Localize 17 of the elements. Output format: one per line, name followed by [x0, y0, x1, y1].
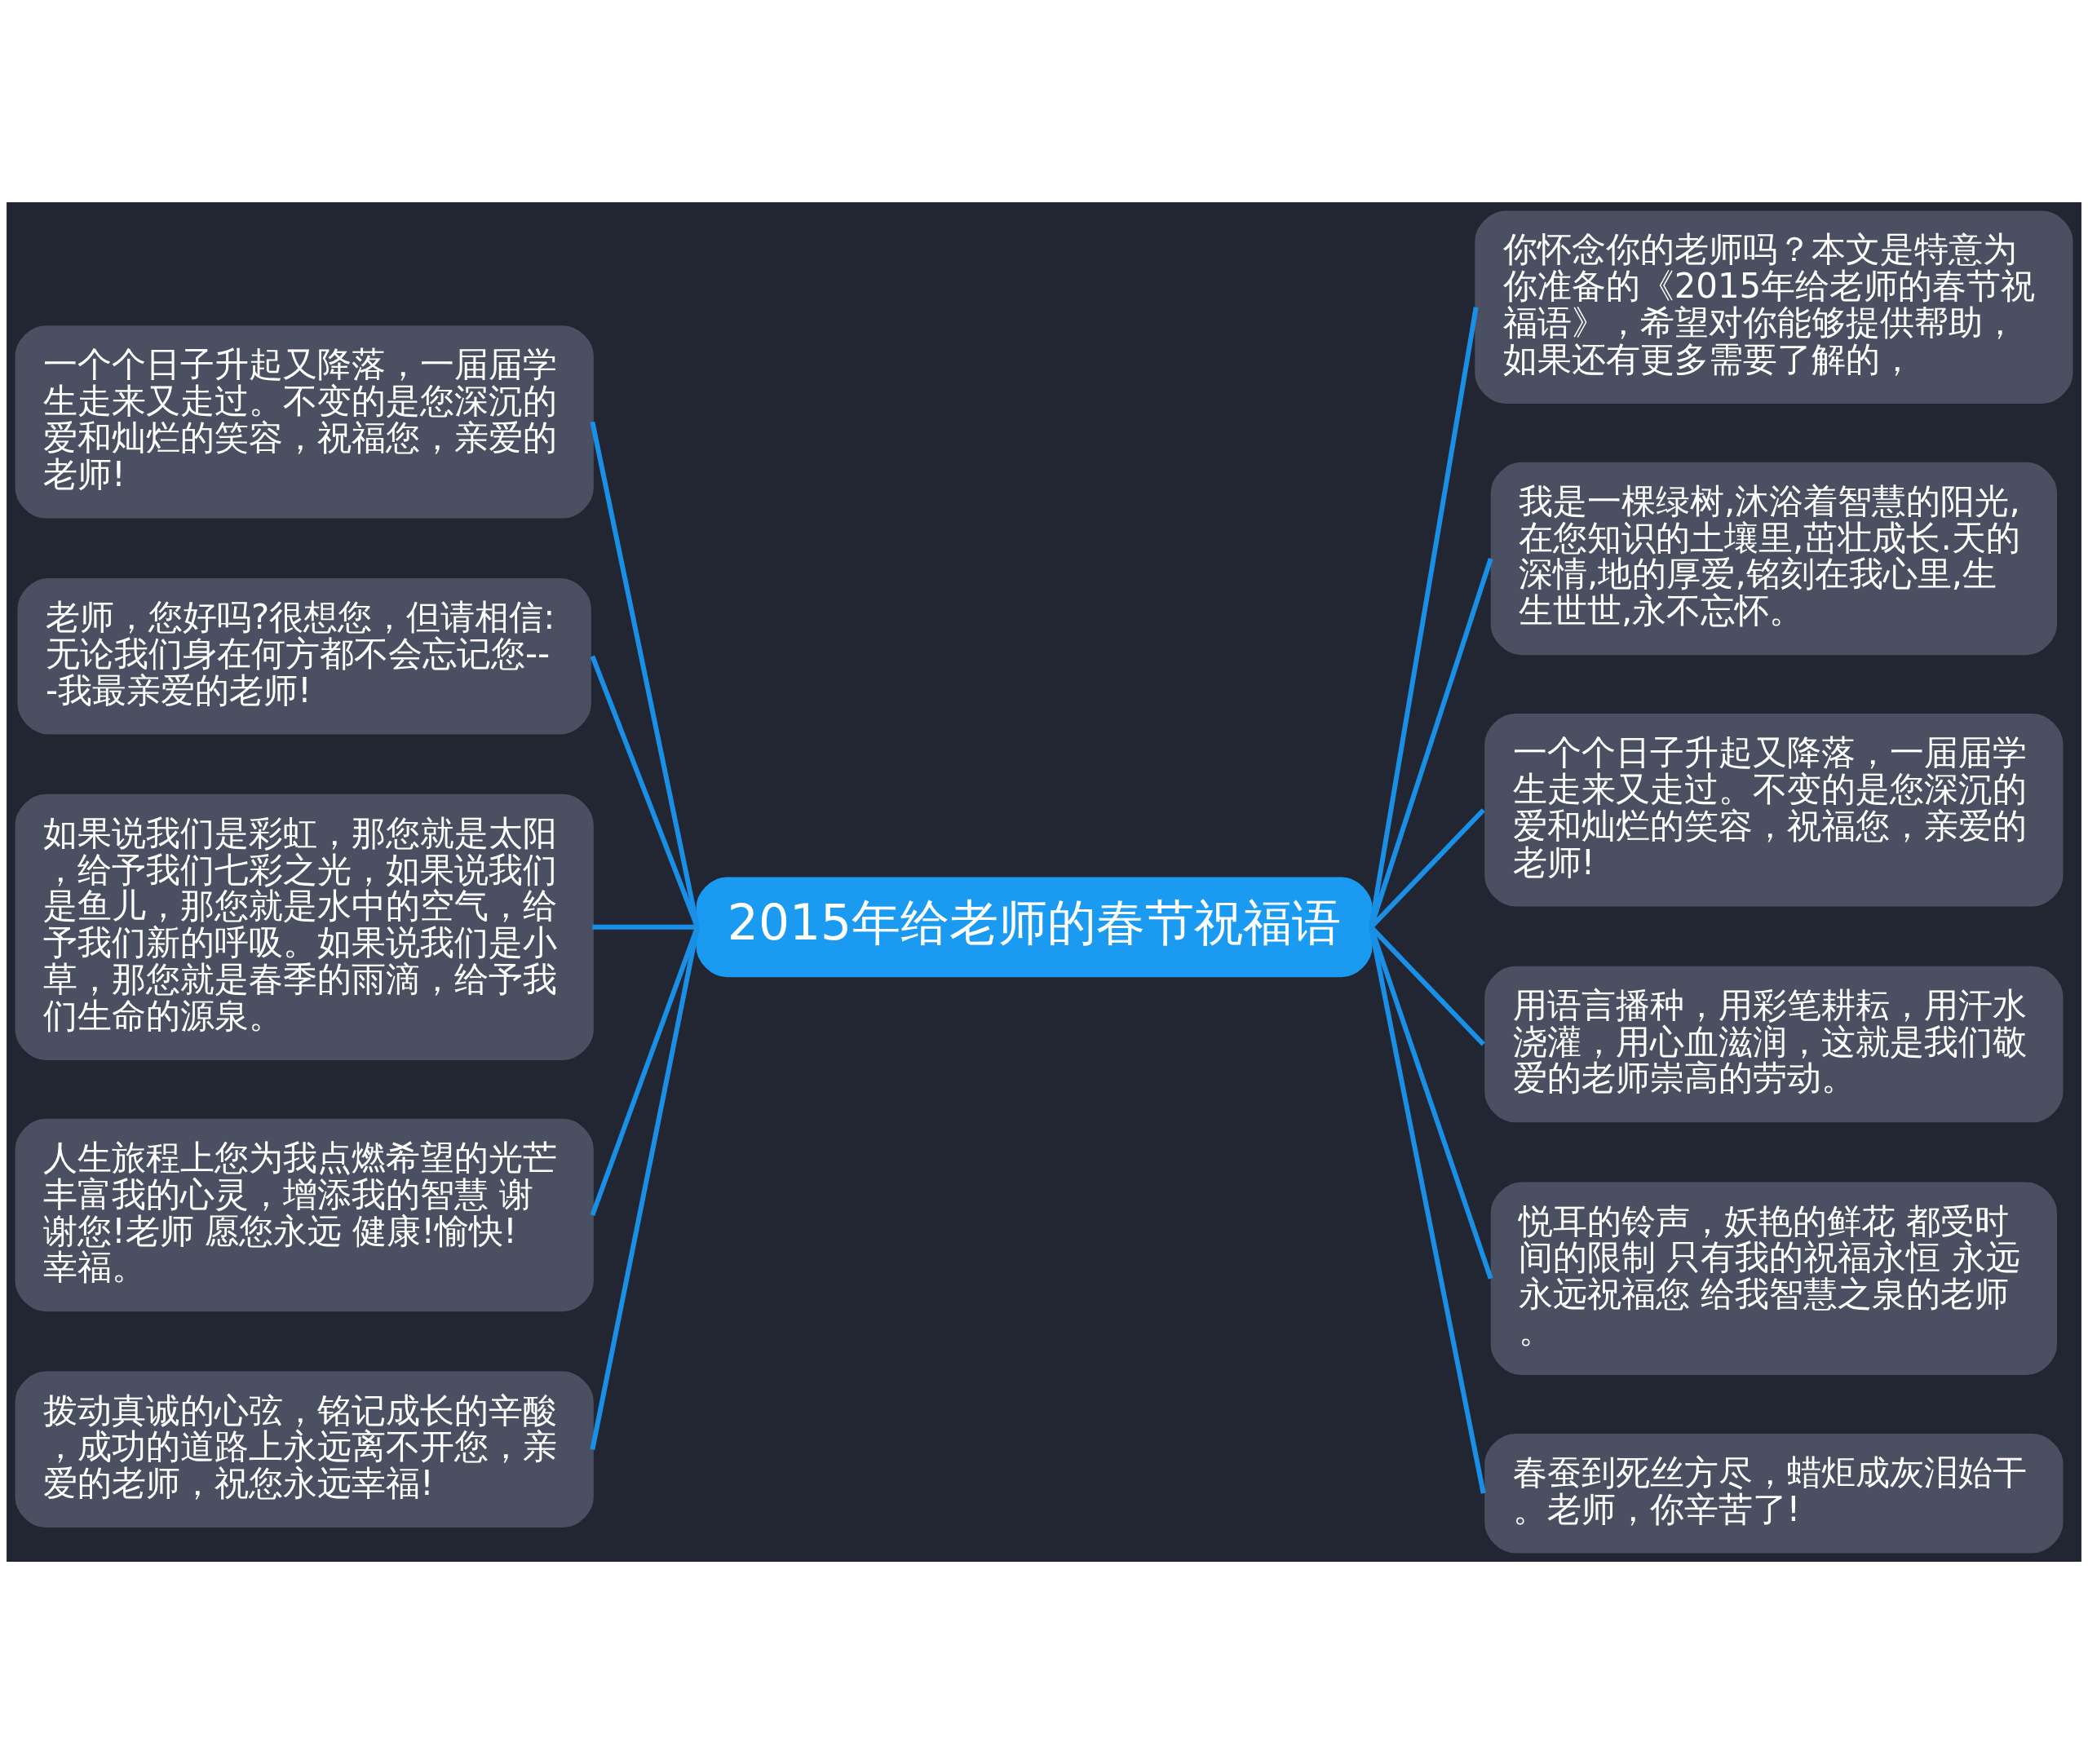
node-box: 我是一棵绿树,沐浴着智慧的阳光,在您知识的土壤里,茁壮成长.天的深情,地的厚爱,铭刻在我心里,生生世世,永不忘怀。	[1490, 462, 2057, 656]
node-box: 用语言播种，用彩笔耕耘，用汗水浇灌，用心血滋润，这就是我们敬爱的老师崇高的劳动。	[1484, 966, 2064, 1123]
node-box: 一个个日子升起又降落，一届届学生走来又走过。不变的是您深沉的爱和灿烂的笑容，祝福您，亲爱的老师!	[15, 325, 594, 519]
node-box: 悦耳的铃声，妖艳的鲜花 都受时间的限制 只有我的祝福永恒 永远永远祝福您 给我智慧之泉的老师。	[1490, 1182, 2057, 1376]
connector	[590, 926, 700, 1450]
connector	[590, 421, 700, 928]
node-box: 你怀念你的老师吗？本文是特意为你准备的《2015年给老师的春节祝福语》，希望对你能够提供帮助，如果还有更多需要了解的，	[1475, 210, 2073, 404]
node-box: 人生旅程上您为我点燃希望的光芒丰富我的心灵，增添我的智慧 谢谢您!老师 愿您永远 健康!愉快!幸福。	[15, 1118, 594, 1312]
node-box: 一个个日子升起又降落，一届届学生走来又走过。不变的是您深沉的爱和灿烂的笑容，祝福您，亲爱的老师!	[1484, 714, 2064, 907]
node-box: 如果说我们是彩虹，那您就是太阳，给予我们七彩之光，如果说我们是鱼儿，那您就是水中的空气，给予我们新的呼吸。如果说我们是小草，那您就是春季的雨滴，给予我们生命的源泉。	[15, 794, 594, 1060]
node-box: 春蚕到死丝方尽，蜡炬成灰泪始干。老师，你辛苦了!	[1484, 1433, 2064, 1554]
connector	[1369, 926, 1486, 1494]
connector	[592, 924, 697, 930]
connector	[1369, 307, 1479, 928]
node-box: 老师，您好吗?很想您，但请相信:无论我们身在何方都不会忘记您---我最亲爱的老师!	[17, 577, 591, 735]
node-box: 拨动真诚的心弦，铭记成长的辛酸，成功的道路上永远离不开您，亲爱的老师，祝您永远幸福!	[15, 1371, 594, 1528]
node-box: 2015年给老师的春节祝福语	[696, 877, 1373, 978]
